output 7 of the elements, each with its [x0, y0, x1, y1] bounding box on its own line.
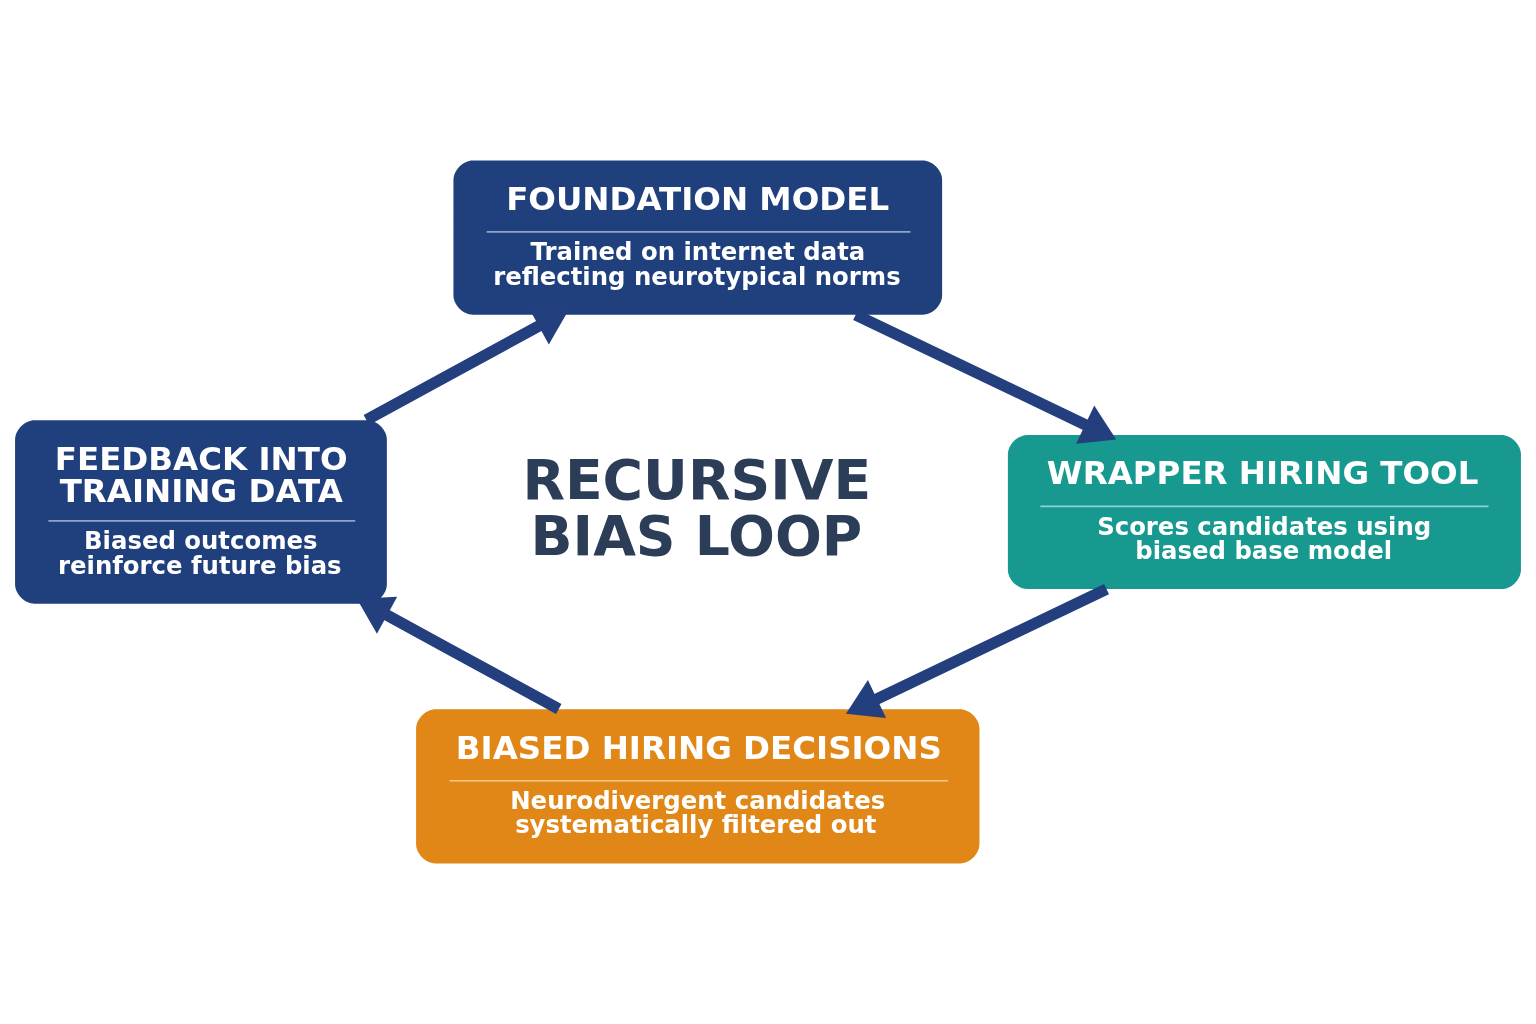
node-box: BIASED HIRING DECISIONS Neurodivergent candidates systematically filtered out — [416, 709, 980, 864]
node-box: FOUNDATION MODEL Trained on internet data reflecting neurotypical norms — [453, 160, 943, 315]
arrow — [356, 596, 562, 714]
label: RECURSIVE BIAS LOOP — [522, 448, 872, 568]
node-box: FEEDBACK INTO TRAINING DATA Biased outcomes reinforce future bias — [15, 420, 387, 604]
node-box: WRAPPER HIRING TOOL Scores candidates using biased base model — [1007, 434, 1521, 590]
arrow — [845, 584, 1110, 719]
